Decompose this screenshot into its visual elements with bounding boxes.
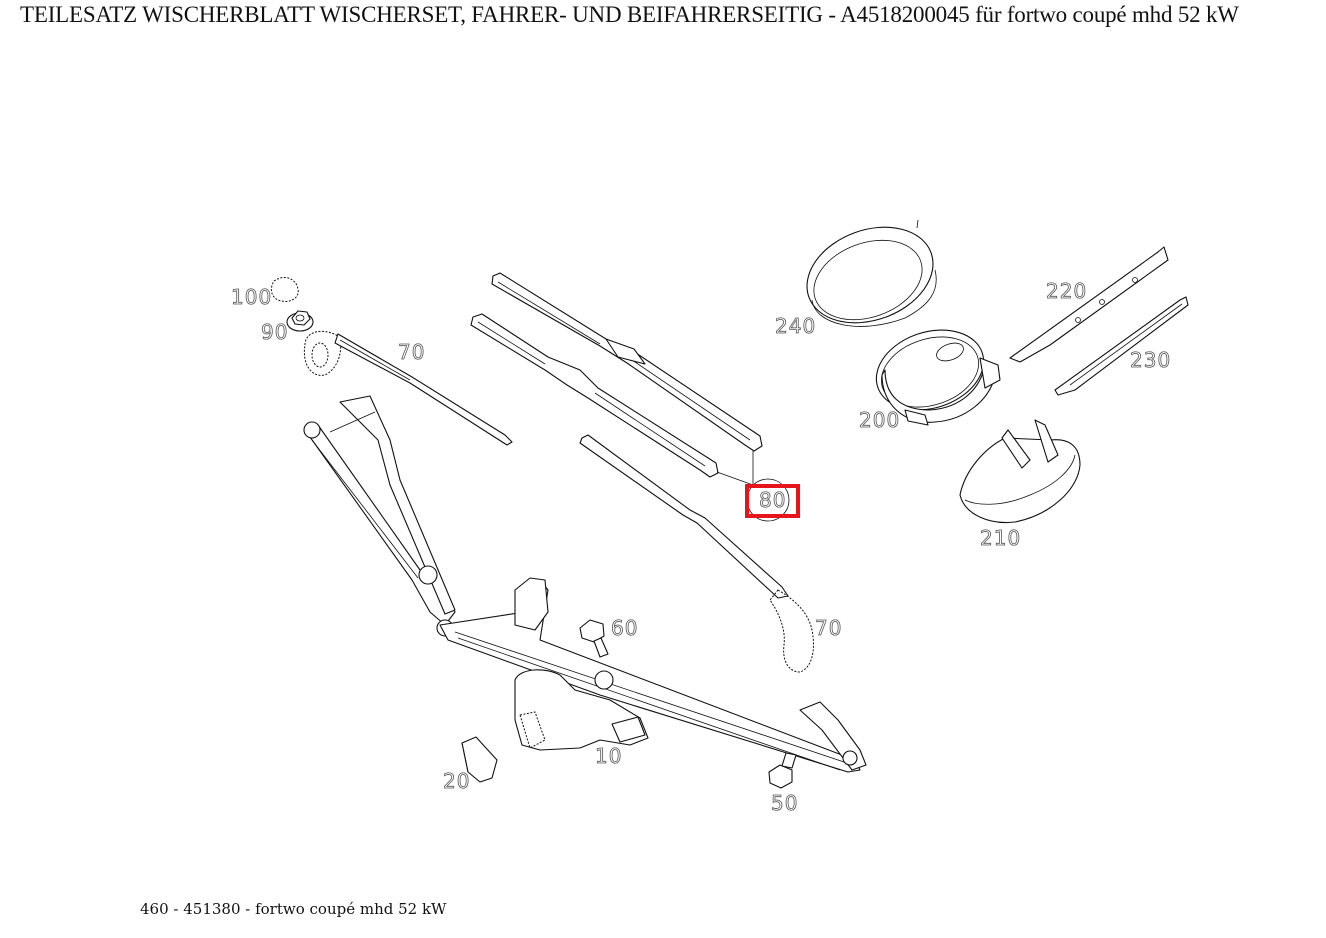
callout-10[interactable]: 10	[595, 744, 623, 768]
wiper-blade-part-upper	[491, 272, 763, 452]
callout-220[interactable]: 220	[1046, 279, 1088, 303]
callout-80[interactable]: 80	[759, 488, 787, 512]
nut-part-90	[286, 310, 314, 332]
wiper-blade-part-lower	[470, 313, 719, 478]
callout-70-right[interactable]: 70	[815, 616, 843, 640]
callout-230[interactable]: 230	[1130, 348, 1172, 372]
ring-part-240	[806, 219, 937, 327]
page-title: TEILESATZ WISCHERBLATT WISCHERSET, FAHRE…	[20, 2, 1239, 27]
model-caption: 460 - 451380 - fortwo coupé mhd 52 kW	[140, 900, 447, 918]
wiper-arm-part-70-left	[303, 330, 513, 446]
selected-part-highlight-80	[745, 484, 800, 518]
bolt-part-60	[579, 619, 609, 658]
callout-200[interactable]: 200	[859, 408, 901, 432]
callout-60[interactable]: 60	[611, 616, 639, 640]
callout-50[interactable]: 50	[771, 791, 799, 815]
callout-20[interactable]: 20	[443, 769, 471, 793]
wiper-motor-part-10	[514, 669, 649, 751]
bolt-part-50	[768, 752, 797, 789]
wiper-arm-part-70-right	[579, 434, 814, 673]
callout-100[interactable]: 100	[231, 285, 273, 309]
rail-part-220	[1009, 246, 1169, 363]
cover-part-210	[959, 419, 1081, 524]
callout-70-left[interactable]: 70	[398, 340, 426, 364]
callout-210[interactable]: 210	[980, 526, 1022, 550]
cap-part-100	[270, 277, 299, 302]
rail-part-230	[1054, 296, 1189, 396]
callout-90[interactable]: 90	[261, 320, 289, 344]
callout-240[interactable]: 240	[775, 314, 817, 338]
leader-line-80-b	[716, 471, 754, 486]
connector-part-20	[461, 736, 498, 783]
housing-part-200	[875, 329, 1001, 426]
